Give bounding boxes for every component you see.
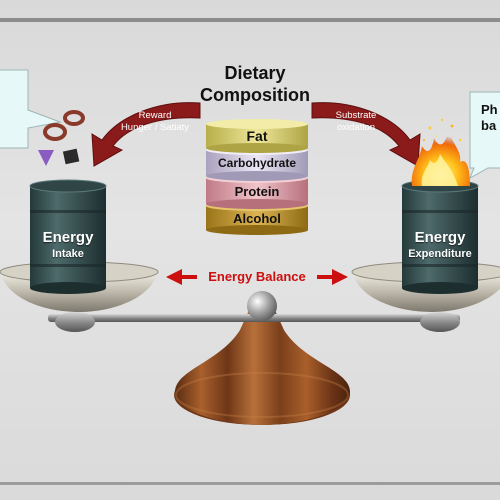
left-pan-hanger (55, 312, 95, 332)
candy-icon (38, 150, 54, 166)
expenditure-barrel-body (402, 186, 478, 288)
intake-barrel-label: Energy Intake (30, 229, 106, 261)
left-arrow-line-1: Reward (138, 110, 172, 121)
right-callout-bubble (469, 91, 500, 180)
intake-line-2: Intake (52, 248, 84, 260)
expenditure-barrel-ring (402, 210, 478, 213)
left-curved-arrow (91, 102, 201, 167)
expenditure-line-2: Expenditure (408, 248, 472, 260)
expenditure-line-1: Energy (414, 229, 466, 246)
stand-rim (175, 372, 349, 418)
right-arrow-label: Substrate oxidation (316, 110, 396, 134)
fire-icon (411, 118, 470, 186)
intake-barrel-bottom (30, 282, 106, 294)
layer-label-alcohol: Alcohol (233, 211, 281, 226)
intake-barrel-lid (29, 179, 107, 193)
right-arrowhead (332, 269, 348, 285)
donut-icon (63, 110, 85, 126)
scale-stand (174, 308, 350, 425)
layer-label-fat: Fat (246, 128, 268, 144)
intake-barrel-ring (30, 264, 106, 267)
right-callout-text: Ph ba (481, 102, 500, 134)
layer-fat (206, 119, 308, 153)
chocolate-icon (62, 148, 80, 165)
expenditure-barrel-bottom (402, 282, 478, 294)
left-arrow-line-2: Hunger / Satiaty (120, 122, 190, 133)
right-callout-line-1: Ph (481, 102, 498, 117)
left-arrow-label: Reward Hunger / Satiaty (100, 110, 210, 134)
left-arrow-shaft (181, 275, 197, 279)
pivot-ball (247, 291, 277, 321)
expenditure-barrel-label: Energy Expenditure (398, 229, 482, 261)
intake-line-1: Energy (42, 229, 94, 246)
diagram-title: Dietary Composition (165, 62, 345, 106)
intake-barrel-ring (30, 210, 106, 213)
energy-balance-arrows (166, 269, 348, 285)
layer-protein (206, 173, 308, 209)
left-arrowhead (166, 269, 182, 285)
diet-stack (206, 119, 308, 235)
expenditure-barrel-ring (402, 264, 478, 267)
layer-label-carbohydrate: Carbohydrate (217, 156, 297, 170)
wood-stand (175, 308, 350, 425)
title-line-2: Composition (200, 85, 310, 105)
bottom-frame-line (0, 482, 500, 485)
intake-barrel-body (30, 186, 106, 288)
right-callout-line-2: ba (481, 118, 497, 133)
energy-balance-label: Energy Balance (208, 269, 306, 284)
top-frame-line (0, 18, 500, 22)
right-pan-hanger (420, 312, 460, 332)
intake-barrel (29, 179, 107, 294)
food-icons (38, 110, 85, 166)
left-callout-bubble (0, 69, 62, 149)
donut-icon (43, 123, 67, 141)
title-line-1: Dietary (224, 63, 286, 83)
layer-label-protein: Protein (234, 184, 280, 199)
right-arrow-line-2: oxidation (336, 122, 376, 133)
right-arrow-line-1: Substrate (335, 110, 377, 121)
right-arrow-shaft (317, 275, 333, 279)
